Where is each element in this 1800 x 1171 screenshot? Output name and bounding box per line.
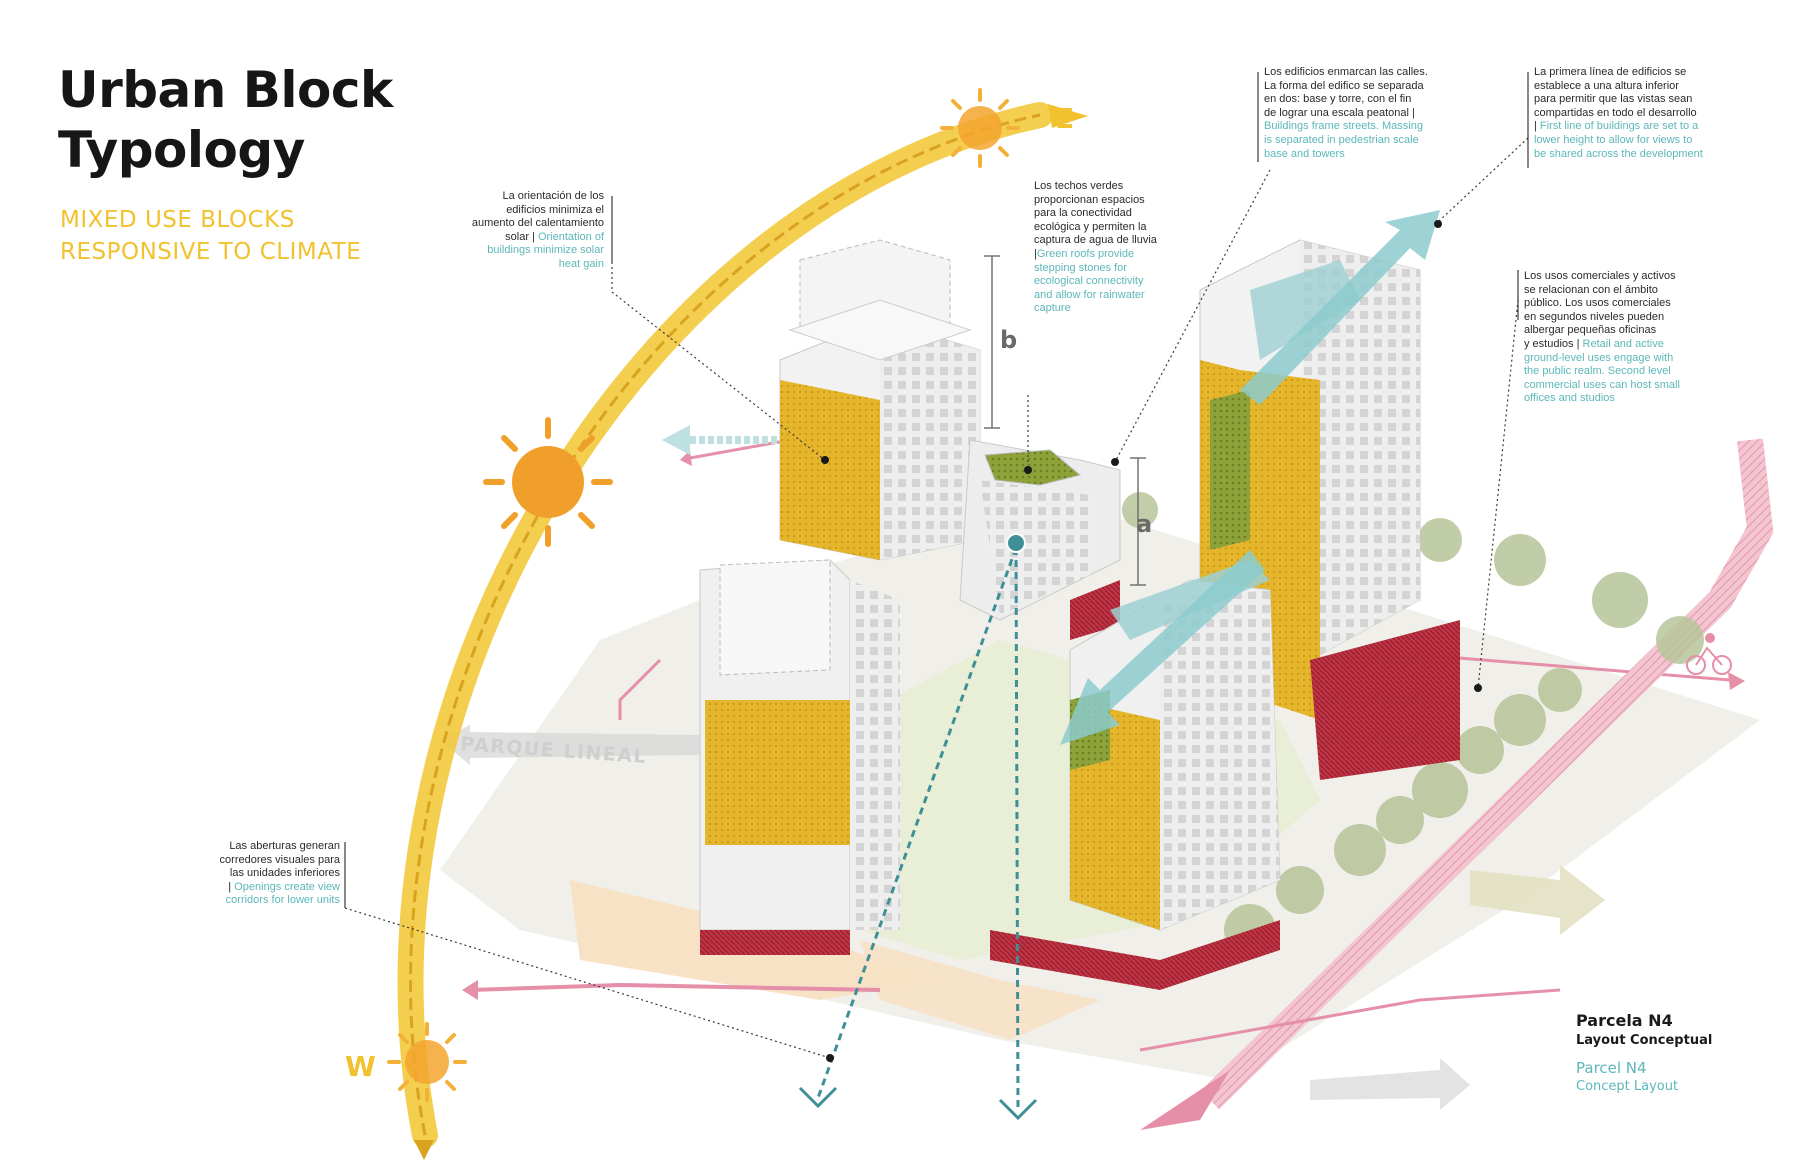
subtitle-line-1: MIXED USE BLOCKS: [60, 207, 295, 233]
note-line-en: ground-level uses engage with: [1524, 351, 1674, 364]
building-right-low: [990, 560, 1281, 990]
sun-east-icon: [940, 88, 1020, 168]
title-line-2: Typology: [58, 121, 305, 179]
note-text: |: [228, 880, 232, 893]
note-line: | First line of buildings are set to a: [1534, 120, 1734, 134]
note-line: Los edificios enmarcan las calles.: [1264, 66, 1428, 78]
note-line: compartidas en todo el desarrollo: [1534, 106, 1697, 119]
note-line-en: stepping stones for: [1034, 261, 1127, 274]
teal-view-arrows: [798, 210, 1440, 1121]
note-line: aumento del calentamiento: [471, 217, 604, 230]
note-line-en: be shared across the development: [1534, 147, 1703, 160]
note-line: para la conectividad: [1034, 207, 1132, 220]
note-text-en: Openings create view: [231, 880, 340, 893]
note-text-en: First line of buildings are set to a: [1536, 120, 1699, 133]
sun-noon-icon: [483, 417, 613, 547]
note-frame-streets: Los edificios enmarcan las calles. La fo…: [1264, 66, 1454, 161]
note-line: para permitir que las vistas sean: [1534, 93, 1693, 106]
note-line-en: the public realm. Second level: [1524, 365, 1671, 378]
parcel-title-es: Parcela N4: [1576, 1011, 1673, 1030]
page-title: Urban Block Typology: [58, 60, 393, 180]
note-line: La orientación de los: [502, 190, 604, 202]
leader-dots: [821, 220, 1482, 1062]
note-line: las unidades inferiores: [229, 867, 340, 880]
note-line: en segundos niveles pueden: [1524, 310, 1665, 323]
note-line: se relacionan con el ámbito: [1524, 283, 1658, 296]
note-line-en: and allow for rainwater: [1034, 288, 1145, 301]
note-text-en: Green roofs provide: [1036, 247, 1135, 260]
note-line: de lograr una escala peatonal |: [1264, 106, 1415, 119]
note-first-line: La primera línea de edificios se estable…: [1534, 66, 1734, 161]
parcel-subtitle-en: Concept Layout: [1576, 1079, 1679, 1094]
dimension-lines: [984, 255, 1146, 586]
note-line: y estudios | Retail and active: [1524, 338, 1714, 352]
parcel-title-en: Parcel N4: [1576, 1059, 1647, 1077]
subtitle-line-2: RESPONSIVE TO CLIMATE: [60, 239, 362, 265]
note-line: Los usos comerciales y activos: [1524, 270, 1676, 282]
note-line: | Openings create view: [186, 881, 340, 895]
trees: [1080, 492, 1704, 956]
note-line: corredores visuales para: [219, 853, 340, 866]
note-line-en: is separated in pedestrian scale: [1264, 133, 1419, 146]
compass-east: E: [1055, 102, 1075, 135]
note-line-en: ecological connectivity: [1034, 275, 1144, 288]
note-line-en: corridors for lower units: [225, 894, 340, 907]
note-line-en: offices and studios: [1524, 392, 1615, 405]
note-text: solar |: [505, 230, 535, 243]
note-line: establece a una altura inferior: [1534, 79, 1679, 92]
parcel-label: Parcela N4 Layout Conceptual Parcel N4 C…: [1576, 1010, 1712, 1096]
leader-lines: [344, 137, 1529, 1059]
page-subtitle: MIXED USE BLOCKS RESPONSIVE TO CLIMATE: [60, 204, 361, 268]
note-line: La forma del edifico se separada: [1264, 79, 1424, 92]
bicycle-icon: [1686, 633, 1732, 675]
note-line: |Green roofs provide: [1034, 248, 1184, 262]
note-green-roofs: Los techos verdes proporcionan espacios …: [1034, 180, 1184, 316]
note-text: |: [1034, 247, 1037, 260]
note-brackets: [344, 72, 1529, 908]
note-line-en: Buildings frame streets. Massing: [1264, 120, 1423, 133]
note-line: captura de agua de lluvia: [1034, 234, 1157, 247]
note-line: proporcionan espacios: [1034, 193, 1145, 206]
building-left-low: [699, 559, 900, 955]
note-text-en: Retail and active: [1579, 337, 1664, 350]
note-line: ecológica y permiten la: [1034, 220, 1147, 233]
note-line: Los techos verdes: [1034, 180, 1124, 192]
note-line-en: heat gain: [558, 257, 604, 270]
note-line: solar | Orientation of: [440, 231, 604, 245]
note-line-en: buildings minimize solar: [487, 244, 604, 257]
building-left-tower: [779, 239, 981, 561]
sun-west-icon: [387, 1022, 467, 1102]
note-line: público. Los usos comerciales: [1524, 297, 1671, 310]
dimension-b: b: [1000, 326, 1018, 354]
parcel-subtitle-es: Layout Conceptual: [1576, 1033, 1713, 1048]
note-openings: Las aberturas generan corredores visuale…: [186, 840, 340, 908]
note-orientation: La orientación de los edificios minimiza…: [440, 190, 604, 272]
note-line-en: base and towers: [1264, 147, 1345, 160]
title-line-1: Urban Block: [58, 61, 393, 119]
note-line-en: lower height to allow for views to: [1534, 133, 1693, 146]
note-text-en: Orientation of: [534, 230, 604, 243]
note-line-en: commercial uses can host small: [1524, 378, 1680, 391]
note-text: |: [1534, 120, 1537, 133]
compass-west: W: [345, 1050, 376, 1083]
note-line: La primera línea de edificios se: [1534, 66, 1687, 78]
building-courtyard: [959, 439, 1121, 640]
note-text: y estudios |: [1524, 337, 1580, 350]
note-line: edificios minimiza el: [506, 203, 604, 216]
note-line-en: capture: [1034, 302, 1071, 315]
dimension-a: a: [1136, 510, 1153, 538]
note-line: en dos: base y torre, con el fin: [1264, 93, 1412, 106]
note-line: albergar pequeñas oficinas: [1524, 324, 1657, 337]
note-commercial: Los usos comerciales y activos se relaci…: [1524, 270, 1714, 406]
gray-arrows: [440, 425, 1605, 1110]
note-line: Las aberturas generan: [229, 840, 340, 852]
